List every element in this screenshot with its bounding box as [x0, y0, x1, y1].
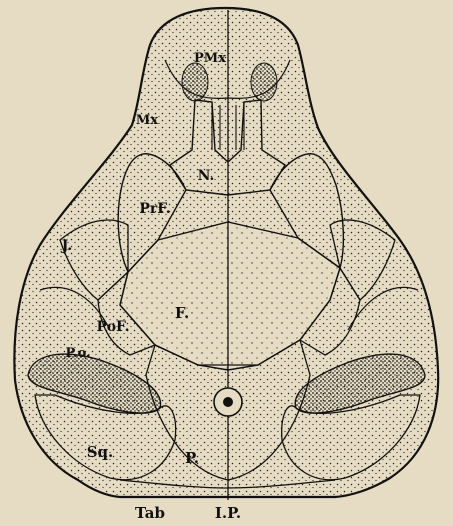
- label-postorbital: P.o.: [65, 346, 90, 361]
- left-nostril: [182, 63, 208, 101]
- label-jugal: J.: [60, 238, 72, 254]
- label-prefrontal: PrF.: [139, 201, 170, 217]
- label-premaxilla: PMx: [194, 51, 226, 66]
- label-frontal: F.: [175, 304, 189, 322]
- right-nostril: [251, 63, 277, 101]
- label-nasal: N.: [198, 168, 215, 184]
- label-squamosal: Sq.: [87, 443, 114, 461]
- label-postfrontal: PoF.: [97, 319, 130, 335]
- pineal-foramen: [223, 397, 233, 407]
- label-tabular: Tab: [135, 504, 165, 522]
- label-parietal: P.: [185, 449, 199, 467]
- label-maxilla: Mx: [136, 113, 158, 128]
- label-interparietal: I.P.: [215, 504, 241, 522]
